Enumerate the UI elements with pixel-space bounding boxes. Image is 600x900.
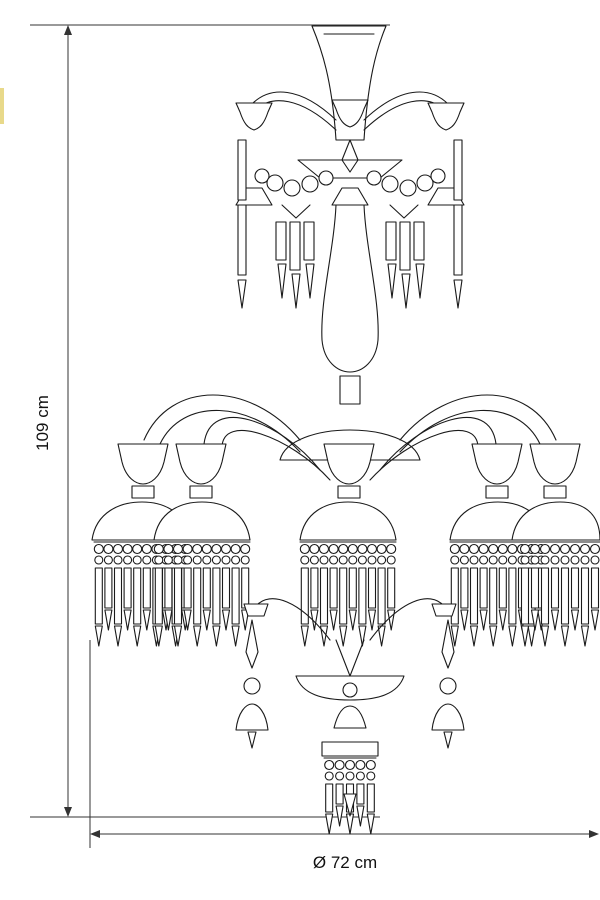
height-dimension: 109 cm (30, 24, 390, 818)
drop-cluster (299, 541, 397, 647)
bottom-finial (343, 793, 357, 817)
diameter-arrow-left (90, 830, 100, 838)
height-label: 109 cm (33, 395, 52, 451)
height-arrow-bottom (64, 807, 72, 817)
upper-arm-right (363, 91, 449, 121)
diameter-arrow-right (589, 830, 599, 838)
lower-bobeches (117, 443, 581, 499)
upper-arm-left (251, 91, 337, 121)
upper-bead-garland (254, 168, 446, 197)
upper-drops-right (385, 139, 463, 309)
central-stem (321, 204, 379, 373)
bottom-bell (333, 705, 367, 729)
height-arrow-top (64, 25, 72, 35)
upper-bobeche-right (427, 102, 465, 131)
upper-cup-center (331, 187, 369, 206)
lower-shades (91, 501, 600, 541)
drop-cluster (153, 541, 251, 647)
diameter-label: Ø 72 cm (313, 853, 377, 872)
lower-drop-clusters (93, 541, 600, 647)
edge-color-swatch (0, 88, 4, 124)
chandelier-illustration (91, 25, 600, 835)
canopy (311, 25, 387, 141)
stem-collar (339, 375, 361, 405)
lower-arms (143, 394, 557, 481)
diameter-dimension: Ø 72 cm (89, 640, 599, 872)
bottom-small-arms (243, 598, 457, 641)
bottom-bell-pendants (235, 619, 465, 749)
upper-drops-left (237, 139, 315, 309)
upper-bobeche-left (235, 102, 273, 131)
upper-bobeche-center (331, 99, 369, 128)
drop-cluster (519, 541, 600, 647)
bottom-drop-cluster (323, 757, 377, 835)
upper-bowl (297, 159, 403, 179)
